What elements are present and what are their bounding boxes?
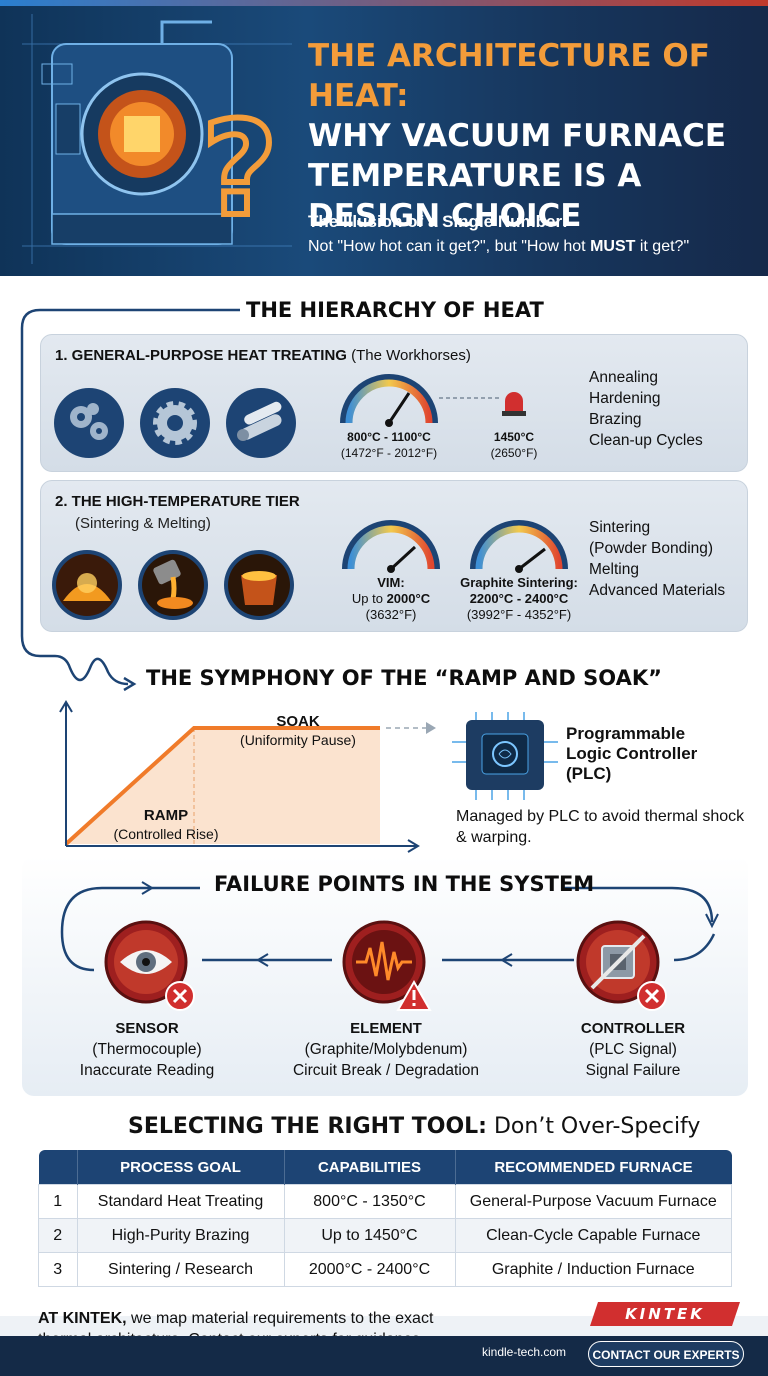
tier1-gauge2-label: 1450°C(2650°F) bbox=[490, 430, 538, 460]
tier1-card: 1. GENERAL-PURPOSE HEAT TREATING (The Wo… bbox=[40, 334, 748, 472]
hero-banner: ? THE ARCHITECTURE OF HEAT: WHY VACUUM F… bbox=[0, 0, 768, 276]
tier2-gauge2-label: Graphite Sintering:2200°C - 2400°C(3992°… bbox=[460, 575, 578, 622]
gear-icon bbox=[140, 388, 210, 458]
soak-label: SOAK(Uniformity Pause) bbox=[240, 713, 356, 748]
controller-chip-icon bbox=[576, 920, 667, 1011]
alarm-light-icon bbox=[502, 392, 526, 416]
table-header-row: PROCESS GOAL CAPABILITIES RECOMMENDED FU… bbox=[38, 1150, 732, 1185]
failure-controller: CONTROLLER(PLC Signal)Signal Failure bbox=[580, 1020, 686, 1079]
powder-icon bbox=[52, 550, 122, 620]
plc-description: Managed by PLC to avoid thermal shock & … bbox=[456, 808, 745, 846]
molten-metal-icon bbox=[224, 550, 294, 620]
selection-table: PROCESS GOAL CAPABILITIES RECOMMENDED FU… bbox=[38, 1150, 732, 1287]
failure-cycle-arrows bbox=[60, 881, 719, 972]
kintek-logo-icon: KINTEK bbox=[590, 1302, 740, 1326]
subtitle-text: Not "How hot can it get?", but "How hot … bbox=[308, 238, 690, 255]
gauge-icon bbox=[340, 374, 438, 427]
failure-heading: FAILURE POINTS IN THE SYSTEM bbox=[214, 872, 595, 896]
failure-panel: SENSOR(Thermocouple)Inaccurate Reading E… bbox=[22, 856, 748, 1096]
sensor-eye-icon bbox=[104, 920, 195, 1011]
gauge-icon bbox=[342, 520, 440, 573]
tier2-gauge1-label: VIM:Up to 2000°C(3632°F) bbox=[351, 575, 431, 622]
gears-icon bbox=[54, 388, 124, 458]
pipes-icon bbox=[226, 388, 296, 458]
page-title: THE ARCHITECTURE OF HEAT: WHY VACUUM FUR… bbox=[308, 38, 727, 234]
selection-heading: SELECTING THE RIGHT TOOL: Don’t Over-Spe… bbox=[128, 1114, 701, 1139]
ramp-soak-graph bbox=[59, 700, 436, 853]
tier2-card: 2. THE HIGH-TEMPERATURE TIER (Sintering … bbox=[40, 480, 748, 632]
tier1-title: 1. GENERAL-PURPOSE HEAT TREATING (The Wo… bbox=[55, 347, 471, 364]
ramp-soak-heading: THE SYMPHONY OF THE “RAMP AND SOAK” bbox=[146, 666, 662, 690]
hierarchy-heading: THE HIERARCHY OF HEAT bbox=[246, 298, 544, 322]
plc-chip-icon bbox=[452, 712, 558, 800]
failure-sensor: SENSOR(Thermocouple)Inaccurate Reading bbox=[79, 1020, 215, 1079]
tier2-subtitle: (Sintering & Melting) bbox=[75, 515, 211, 532]
contact-experts-button[interactable]: CONTACT OUR EXPERTS bbox=[588, 1341, 744, 1367]
ramp-label: RAMP(Controlled Rise) bbox=[113, 807, 219, 842]
element-waveform-icon bbox=[342, 920, 432, 1011]
svg-text:KINTEK: KINTEK bbox=[625, 1305, 705, 1323]
dashed-link bbox=[439, 397, 499, 399]
tier1-gauge1-label: 800°C - 1100°C(1472°F - 2012°F) bbox=[340, 430, 438, 460]
website-link[interactable]: kindle-tech.com bbox=[482, 1345, 567, 1359]
gauge-icon bbox=[470, 520, 568, 573]
subtitle-heading: The Illusion of a Single Number: bbox=[308, 212, 568, 231]
svg-text:?: ? bbox=[202, 93, 277, 245]
tier2-title: 2. THE HIGH-TEMPERATURE TIER bbox=[55, 493, 300, 510]
pouring-crucible-icon bbox=[138, 550, 208, 620]
main-content: THE HIERARCHY OF HEAT 1. GENERAL-PURPOSE… bbox=[0, 276, 768, 1348]
failure-element: ELEMENT(Graphite/Molybdenum)Circuit Brea… bbox=[292, 1020, 480, 1079]
flow-connector-line bbox=[20, 308, 240, 692]
furnace-illustration-icon: ? bbox=[22, 14, 292, 264]
